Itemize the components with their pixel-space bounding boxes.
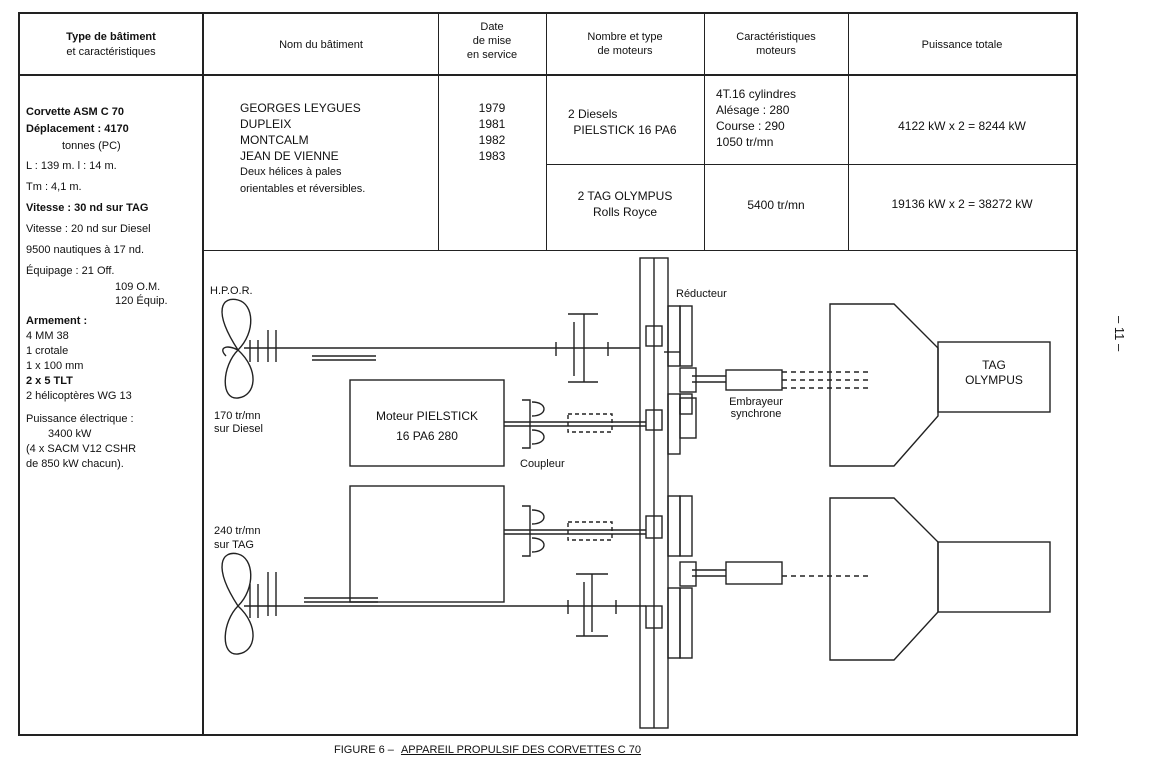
caption-title: APPAREIL PROPULSIF DES CORVETTES C 70 — [400, 744, 642, 756]
label-hpor: H.P.O.R. — [210, 285, 253, 297]
label-reducteur: Réducteur — [676, 288, 727, 300]
label-speed-tag: 240 tr/mn sur TAG — [214, 525, 261, 551]
char-tag: 5400 tr/mn — [747, 198, 805, 212]
header-caracteristiques: Caractéristiques moteurs — [736, 31, 816, 57]
caption-prefix: FIGURE 6 – — [334, 744, 394, 756]
header-moteurs: Nombre et type de moteurs — [587, 31, 663, 57]
service-date: 1979 — [478, 101, 506, 115]
ship-name: DUPLEIX — [240, 117, 292, 131]
propulsion-diagram — [221, 257, 1051, 729]
label-moteur-box: Moteur PIELSTICK 16 PA6 280 — [375, 409, 479, 443]
ship-type-title: Corvette ASM C 70 — [26, 106, 125, 118]
engine-diesel: 2 Diesels PIELSTICK 16 PA6 — [568, 107, 677, 137]
propeller-top — [221, 298, 277, 399]
service-date: 1981 — [478, 117, 506, 131]
label-coupleur: Coupleur — [520, 458, 565, 470]
ship-names: GEORGES LEYGUES DUPLEIX MONTCALM JEAN DE… — [240, 100, 436, 198]
engine-tag: 2 TAG OLYMPUS Rolls Royce — [577, 189, 673, 219]
ship-name: MONTCALM — [240, 133, 309, 147]
ship-note: orientables et réversibles. — [240, 183, 366, 195]
power-diesel: 4122 kW x 2 = 8244 kW — [898, 119, 1026, 133]
ship-note: Deux hélices à pales — [240, 166, 342, 178]
char-diesel: 4T.16 cylindres Alésage : 280 Course : 2… — [716, 87, 797, 149]
header-type-batiment: Type de bâtiment et caractéristiques — [66, 31, 156, 58]
figure-caption: FIGURE 6 – APPAREIL PROPULSIF DES CORVET… — [334, 744, 641, 756]
propeller-bottom — [221, 552, 277, 655]
header-puissance: Puissance totale — [921, 39, 1003, 51]
ship-name: JEAN DE VIENNE — [240, 149, 339, 163]
header-date: Date de mise en service — [466, 21, 518, 61]
ship-type-column: Corvette ASM C 70 Déplacement : 4170 ton… — [26, 104, 202, 472]
service-date: 1983 — [478, 149, 506, 163]
header-nom-batiment: Nom du bâtiment — [279, 39, 363, 51]
ship-name: GEORGES LEYGUES — [240, 101, 361, 115]
label-embrayeur: Embrayeur synchrone — [729, 396, 783, 420]
label-tag-box: TAG OLYMPUS — [965, 358, 1023, 387]
power-tag: 19136 kW x 2 = 38272 kW — [891, 197, 1033, 211]
page-number: – 11 – — [1112, 316, 1127, 352]
label-speed-diesel: 170 tr/mn sur Diesel — [214, 410, 263, 435]
service-date: 1982 — [478, 133, 506, 147]
service-dates: 1979 1981 1982 1983 — [438, 100, 546, 164]
